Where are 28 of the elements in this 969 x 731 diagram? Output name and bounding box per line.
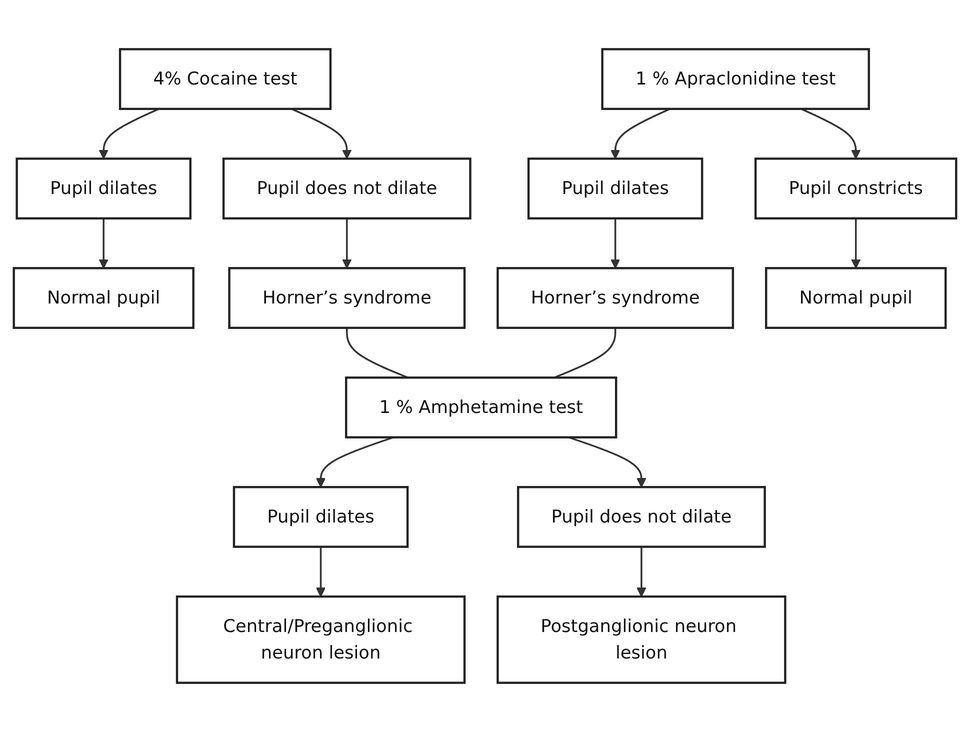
arrow <box>315 546 326 596</box>
node-box: Horner’s syndrome <box>496 266 734 328</box>
node-box: Normal pupil <box>12 266 194 328</box>
arrow <box>342 218 352 268</box>
node-box: Horner’s syndrome <box>228 266 466 328</box>
arrow <box>610 108 670 159</box>
node-box: Pupil does not dilate <box>516 485 766 548</box>
node-box: Pupil constricts <box>754 157 957 219</box>
arrow <box>568 436 646 488</box>
node-box: Central/Preganglionic neuron lesion <box>175 594 466 684</box>
node-box: Pupil does not dilate <box>222 157 471 219</box>
node-box: Pupil dilates <box>526 157 703 219</box>
connector <box>346 327 408 378</box>
arrow <box>636 546 646 596</box>
node-box: Pupil dilates <box>232 485 408 548</box>
node-box: Postganglionic neuron lesion <box>496 594 786 684</box>
node-box: 1 % Apraclonidine test <box>600 48 870 110</box>
node-box: 4% Cocaine test <box>118 48 332 110</box>
node-box: 1 % Amphetamine test <box>344 376 617 438</box>
arrow <box>98 218 108 268</box>
arrow <box>315 436 394 488</box>
arrow <box>850 218 860 268</box>
node-box: Normal pupil <box>764 266 946 328</box>
arrow <box>610 218 620 268</box>
node-box: Pupil dilates <box>15 157 191 219</box>
arrow <box>290 108 352 159</box>
arrow <box>98 108 159 159</box>
arrow <box>800 108 860 159</box>
